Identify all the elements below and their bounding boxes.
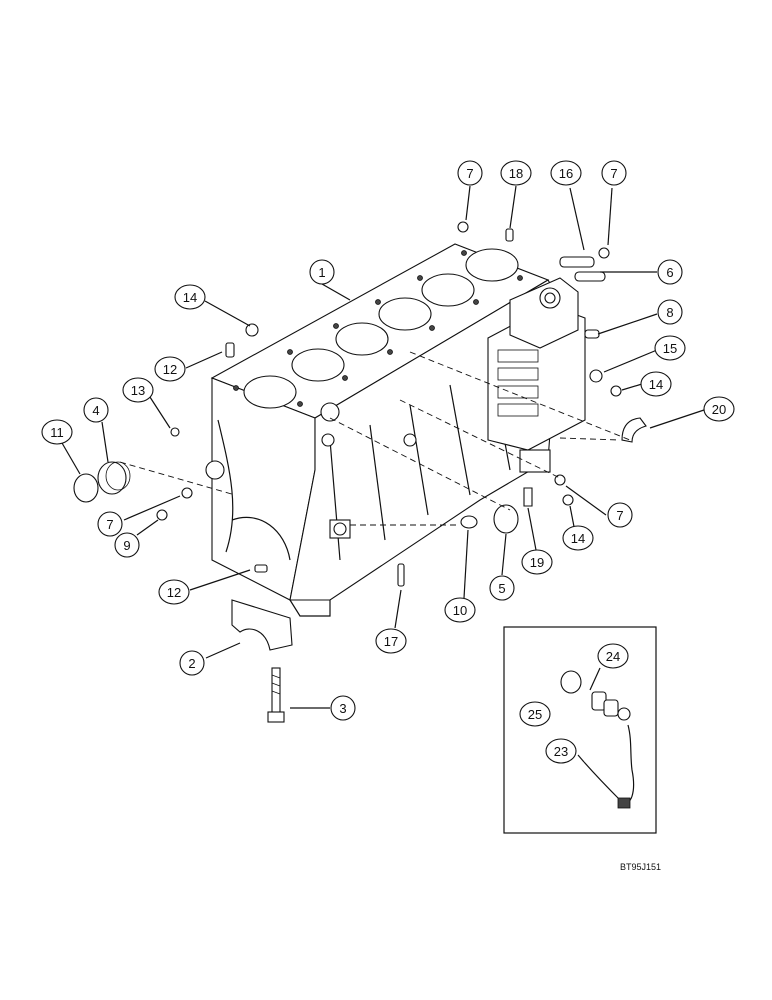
plug-15 (589, 369, 603, 383)
callout-7-top-right: 7 (601, 160, 627, 186)
callout-7-top-left: 7 (457, 160, 483, 186)
plug-14-top (245, 323, 259, 337)
figure-code: BT95J151 (620, 862, 661, 872)
cup-plug-4 (97, 461, 127, 495)
callout-14-lower: 14 (562, 525, 594, 551)
callout-25: 25 (519, 701, 551, 727)
wire-harness-23 (577, 724, 635, 809)
callout-6: 6 (657, 259, 683, 285)
svg-text:3: 3 (339, 701, 346, 716)
callout-4: 4 (83, 397, 109, 423)
svg-text:7: 7 (610, 166, 617, 181)
callout-2: 2 (179, 650, 205, 676)
callouts: 7 18 16 7 6 1 14 8 15 12 14 13 20 4 11 7… (41, 160, 735, 764)
tube-6 (574, 271, 606, 282)
loose-parts (73, 221, 647, 723)
sensor-24 (589, 667, 631, 721)
o-ring-25 (560, 670, 582, 694)
callout-5: 5 (489, 575, 515, 601)
callout-10: 10 (444, 597, 476, 623)
dowel-12-top (225, 342, 235, 358)
plug-14-right (610, 385, 622, 397)
deck-bolt-holes (233, 250, 523, 407)
svg-text:20: 20 (712, 402, 726, 417)
plug-9 (156, 509, 168, 521)
svg-text:2: 2 (188, 656, 195, 671)
plug-13 (170, 427, 180, 437)
seal-ring-11 (73, 473, 99, 503)
pin-17 (397, 563, 405, 587)
callout-3: 3 (330, 695, 356, 721)
svg-text:15: 15 (663, 341, 677, 356)
svg-text:9: 9 (123, 538, 130, 553)
svg-text:23: 23 (554, 744, 568, 759)
callout-13: 13 (122, 377, 154, 403)
svg-text:17: 17 (384, 634, 398, 649)
sensor-inset (503, 626, 657, 834)
svg-text:14: 14 (183, 290, 197, 305)
plug-10 (460, 515, 478, 529)
callout-20: 20 (703, 396, 735, 422)
svg-text:16: 16 (559, 166, 573, 181)
callout-9: 9 (114, 532, 140, 558)
svg-text:13: 13 (131, 383, 145, 398)
svg-text:10: 10 (453, 603, 467, 618)
svg-text:5: 5 (498, 581, 505, 596)
plug-7-left (181, 487, 193, 499)
engine-block (205, 243, 586, 617)
oil-cooler-housing (487, 277, 586, 473)
callout-12-top: 12 (154, 356, 186, 382)
fitting-19 (523, 487, 533, 507)
callout-23: 23 (545, 738, 577, 764)
callout-14-right: 14 (640, 371, 672, 397)
plug-7-top (457, 221, 469, 233)
callout-16: 16 (550, 160, 582, 186)
callout-11: 11 (41, 419, 73, 445)
cylinder-bores (243, 248, 519, 409)
plug-14-lower (562, 494, 574, 506)
svg-text:25: 25 (528, 707, 542, 722)
svg-text:12: 12 (163, 362, 177, 377)
svg-text:7: 7 (106, 517, 113, 532)
svg-text:14: 14 (649, 377, 663, 392)
callout-12-bottom: 12 (158, 579, 190, 605)
plug-7-right (554, 474, 566, 486)
svg-text:4: 4 (92, 403, 99, 418)
svg-text:1: 1 (318, 265, 325, 280)
callout-7-right: 7 (607, 502, 633, 528)
svg-text:7: 7 (616, 508, 623, 523)
callout-17: 17 (375, 628, 407, 654)
svg-text:6: 6 (666, 265, 673, 280)
svg-text:19: 19 (530, 555, 544, 570)
bearing-cap-2 (231, 599, 293, 651)
svg-text:8: 8 (666, 305, 673, 320)
callout-8: 8 (657, 299, 683, 325)
callout-14-top: 14 (174, 284, 206, 310)
svg-text:12: 12 (167, 585, 181, 600)
dowel-12-bottom (254, 564, 268, 573)
tube-16 (559, 256, 595, 268)
callout-7-left: 7 (97, 511, 123, 537)
svg-text:18: 18 (509, 166, 523, 181)
bolt-3 (267, 667, 285, 723)
callout-24: 24 (597, 643, 629, 669)
callout-19: 19 (521, 549, 553, 575)
callout-15: 15 (654, 335, 686, 361)
callout-18: 18 (500, 160, 532, 186)
svg-text:14: 14 (571, 531, 585, 546)
elbow-20 (621, 417, 647, 443)
seal-5 (493, 504, 519, 534)
leader-lines (61, 185, 705, 709)
dowel-18 (505, 228, 514, 242)
front-cover-edge (217, 419, 234, 553)
svg-text:24: 24 (606, 649, 620, 664)
svg-text:7: 7 (466, 166, 473, 181)
svg-text:11: 11 (50, 425, 64, 440)
plug-8 (584, 329, 600, 339)
callout-1: 1 (309, 259, 335, 285)
